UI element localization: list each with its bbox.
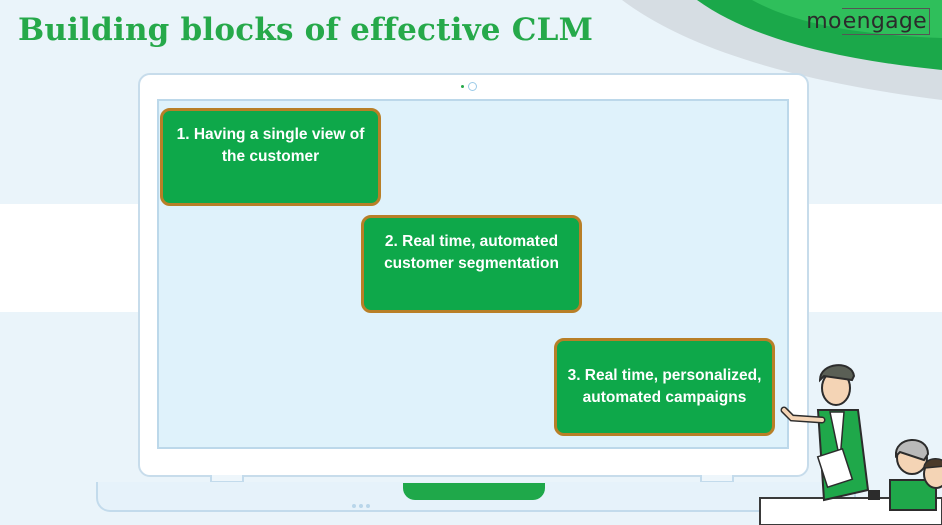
corner-decoration: [622, 0, 942, 100]
laptop-indicator-dots: [352, 495, 376, 508]
building-block-3-label: 3. Real time, personalized, automated ca…: [567, 367, 762, 406]
camera-dot-icon: [461, 85, 464, 88]
logo-text-part1: mo: [806, 9, 842, 34]
camera-ring-icon: [468, 82, 477, 91]
building-block-2-label: 2. Real time, automated customer segment…: [384, 233, 559, 272]
presenter-illustration-icon: [759, 364, 942, 525]
building-block-1: 1. Having a single view of the customer: [160, 108, 381, 206]
laptop-trackpad: [403, 483, 545, 500]
building-block-1-label: 1. Having a single view of the customer: [176, 126, 365, 165]
logo-text-part2: engage: [841, 8, 930, 35]
moengage-logo: moengage: [806, 8, 930, 35]
building-block-2: 2. Real time, automated customer segment…: [361, 215, 582, 313]
page-title: Building blocks of effective CLM: [18, 12, 594, 48]
building-block-3: 3. Real time, personalized, automated ca…: [554, 338, 775, 436]
